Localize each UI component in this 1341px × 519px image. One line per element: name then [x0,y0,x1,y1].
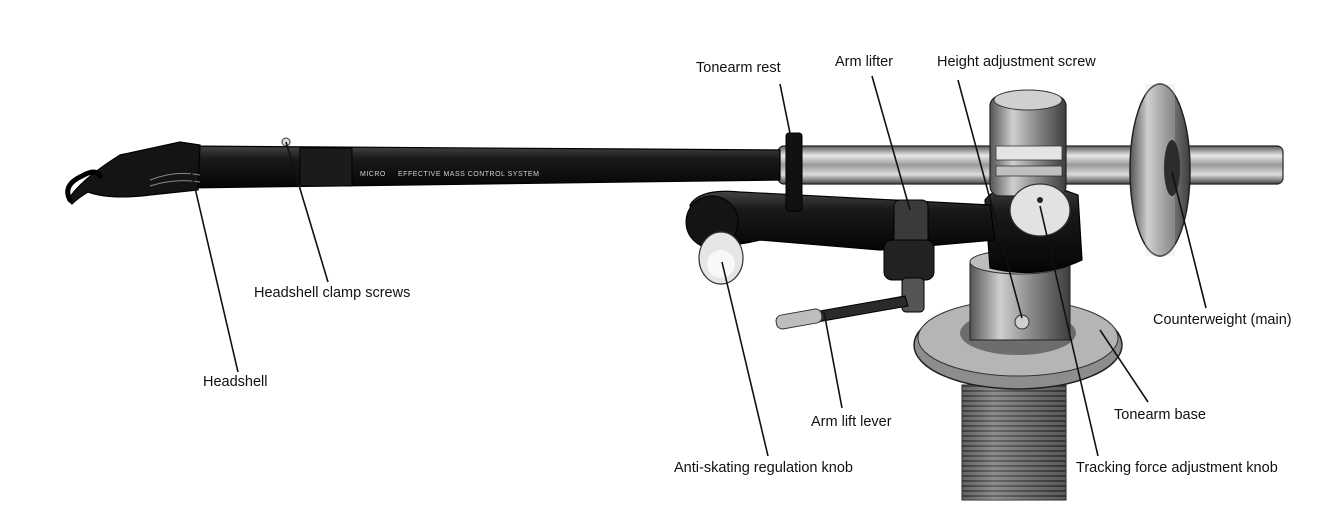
leader-headshell-clamp-screws [285,141,329,283]
arm-tube [184,145,781,189]
tonearm-illustration: MICRO EFFECTIVE MASS CONTROL SYSTEM [65,83,1284,501]
leader-tonearm-base [1099,329,1149,403]
label-arm-lift-lever: Arm lift lever [811,414,892,430]
arm-caption-text: EFFECTIVE MASS CONTROL SYSTEM [398,171,539,178]
counterweight-shape [1129,83,1191,257]
arm-brand-text: MICRO [360,171,386,178]
tracking-force-knob-shape [1009,183,1071,237]
label-arm-lifter: Arm lifter [835,54,893,70]
leader-tracking-force-knob [1039,205,1099,457]
leader-height-adjustment-screw [957,79,1023,319]
label-counterweight: Counterweight (main) [1153,312,1292,328]
leader-lines [187,75,1207,457]
label-tonearm-rest: Tonearm rest [696,60,781,76]
tonearm-rest-shape [785,132,803,212]
labels: Tonearm rest Arm lifter Height adjustmen… [203,54,1292,476]
arm-lifter-post [893,199,929,246]
leader-tonearm-rest [779,83,794,149]
label-anti-skating-knob: Anti-skating regulation knob [674,460,853,476]
leader-anti-skating-knob [721,261,769,457]
leader-headshell [187,157,239,373]
label-tonearm-base: Tonearm base [1114,407,1206,423]
leader-arm-lifter [871,75,911,211]
label-tracking-force-knob: Tracking force adjustment knob [1076,460,1278,476]
label-headshell-clamp-screws: Headshell clamp screws [254,285,410,301]
leader-arm-lift-lever [823,311,843,409]
label-headshell: Headshell [203,374,268,390]
headshell-shape [67,141,201,205]
leader-counterweight [1171,171,1207,309]
label-height-adjustment-screw: Height adjustment screw [937,54,1096,70]
